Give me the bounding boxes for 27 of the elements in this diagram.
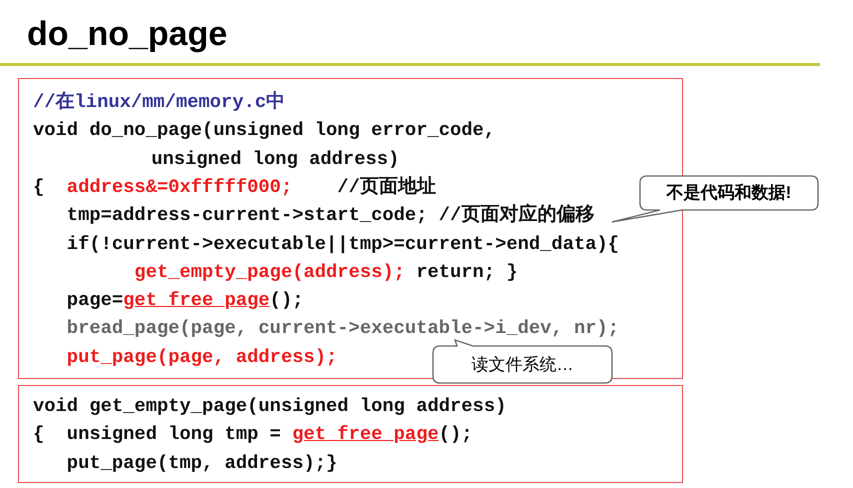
- code-line: void do_no_page(unsigned long error_code, unsigned long address): [33, 118, 496, 172]
- code-line: page=: [66, 289, 124, 312]
- code-line: bread_page(page, current->executable->i_dev, nr);: [66, 317, 620, 340]
- code-line: put_page(page, address);: [66, 346, 338, 368]
- code-line: get_empty_page(address);: [134, 260, 405, 283]
- code-line: {: [33, 176, 44, 198]
- code-line: //在linux/mm/memory.c中: [33, 91, 286, 113]
- code-line: ();: [438, 423, 473, 446]
- code-line: if(!current->executable||tmp>=current->end_data){: [66, 232, 620, 254]
- code-line: unsigned long tmp =: [66, 423, 281, 446]
- code-line: return; }: [416, 260, 518, 283]
- callout-text: 读文件系统…: [470, 354, 574, 376]
- speech-bubble: [433, 340, 612, 383]
- code-panel: [18, 385, 683, 483]
- code-line: get_free_page: [292, 423, 439, 446]
- speech-bubble: [612, 176, 818, 222]
- code-line: get_free_page: [123, 289, 270, 312]
- code-line: put_page(tmp, address);}: [66, 452, 338, 474]
- code-line: ();: [270, 289, 304, 312]
- slide-title: do_no_page: [27, 14, 228, 55]
- code-line: address&=0xfffff000;: [66, 176, 292, 198]
- code-line: tmp=address-current->start_code; //页面对应的偏移: [66, 204, 594, 226]
- code-line: {: [33, 423, 44, 446]
- code-panel: [18, 78, 683, 379]
- code-line: void get_empty_page(unsigned long address): [33, 395, 506, 417]
- callout-text: 不是代码和数据!: [665, 182, 792, 204]
- code-line: //页面地址: [337, 176, 436, 198]
